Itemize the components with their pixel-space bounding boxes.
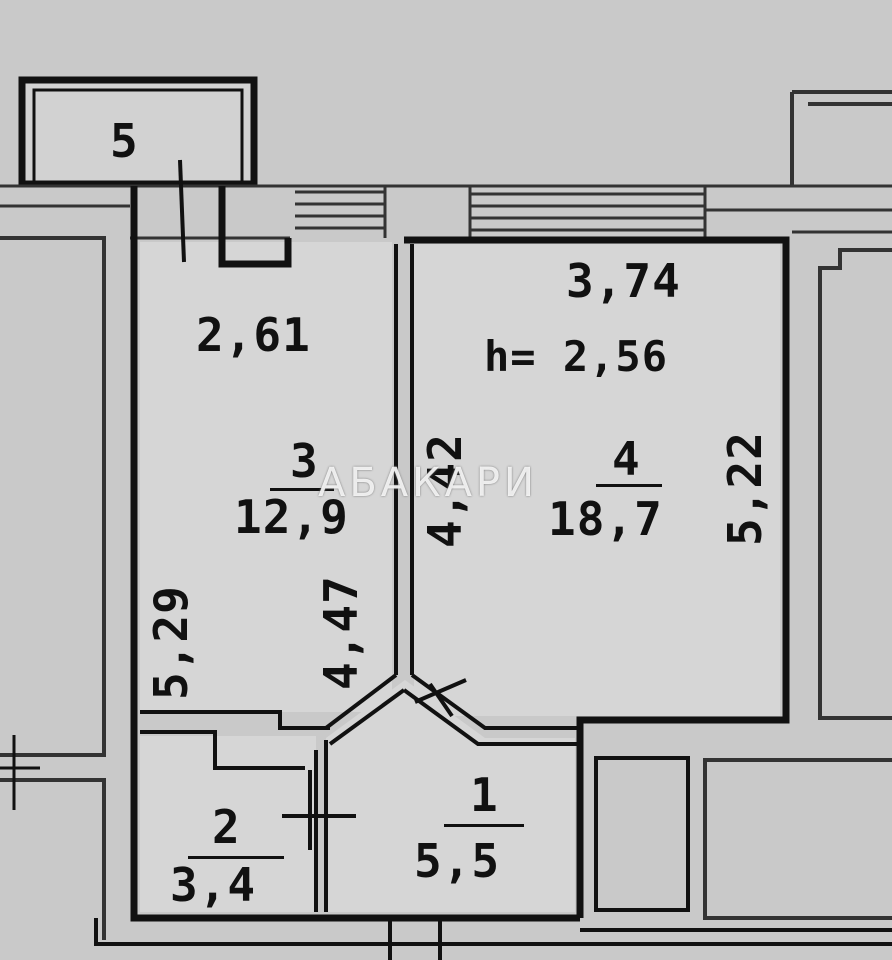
- room-fills: [140, 242, 780, 912]
- room-1-number: 1: [470, 768, 499, 822]
- windows: [295, 186, 707, 238]
- neighbor-right: [703, 90, 892, 920]
- neighbor-left: [0, 236, 106, 940]
- edge-marks: [0, 735, 40, 810]
- facade-wall: [0, 184, 892, 240]
- balcony-number: 5: [110, 114, 139, 168]
- room-1-area: 5,5: [414, 834, 501, 888]
- apartment-walls: [130, 186, 790, 922]
- left-room-inner-label: 4,47: [314, 575, 368, 690]
- room-4-divider: [596, 484, 662, 487]
- room-4-number: 4: [612, 432, 641, 486]
- left-room-depth-label: 5,29: [144, 585, 198, 700]
- room-3-number: 3: [290, 434, 319, 488]
- watermark-text: АБАКАРИ: [318, 460, 538, 506]
- room-2-area: 3,4: [170, 858, 257, 912]
- width-right-label: 3,74: [566, 254, 681, 308]
- right-room-depth-label: 5,22: [718, 431, 772, 546]
- shaft: [94, 756, 892, 960]
- room-1-divider: [444, 824, 524, 827]
- width-left-label: 2,61: [196, 308, 311, 362]
- room-3-area: 12,9: [234, 490, 349, 544]
- ceiling-height-label: h= 2,56: [484, 332, 669, 381]
- balcony: [18, 76, 258, 188]
- room-2-number: 2: [212, 800, 241, 854]
- room-3-divider: [270, 488, 334, 491]
- room-2-divider: [188, 856, 284, 859]
- interior-walls: [140, 159, 580, 912]
- room-4-area: 18,7: [548, 492, 663, 546]
